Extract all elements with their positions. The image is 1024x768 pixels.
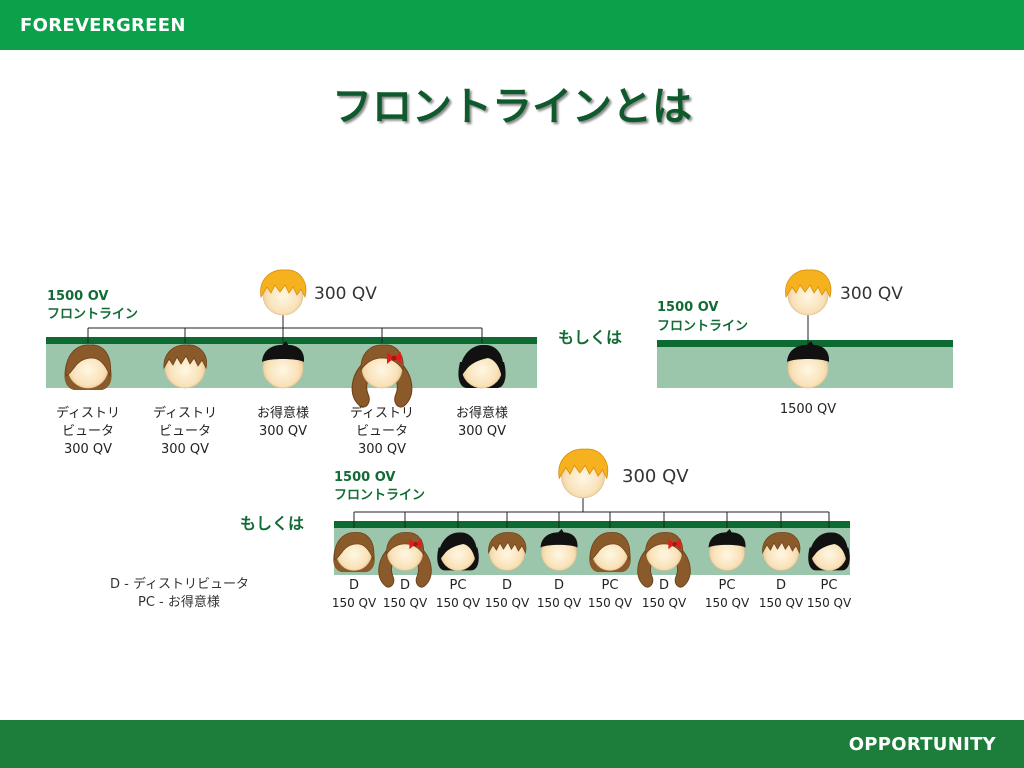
member-type: D <box>554 578 564 593</box>
member-avatar <box>540 529 578 571</box>
member-label: ビュータ <box>62 424 114 439</box>
legend-preferred-customer: PC - お得意様 <box>138 594 220 610</box>
member-qv: 150 QV <box>383 596 428 610</box>
member-type: D <box>400 578 410 593</box>
member-qv: 150 QV <box>705 596 750 610</box>
ov-value: 1500 OV <box>657 300 718 315</box>
member-avatar <box>787 341 830 389</box>
diagram-b: 300 QV 1500 OV フロントライン 1500 QV <box>657 269 953 417</box>
sponsor-avatar <box>785 269 832 316</box>
ov-label: フロントライン <box>657 319 748 334</box>
top-bar: FOREVERGREEN <box>0 0 1024 50</box>
member-qv: 150 QV <box>436 596 481 610</box>
member-label: 300 QV <box>458 424 506 439</box>
member-type: PC <box>719 578 736 593</box>
member-label: 300 QV <box>161 442 209 457</box>
member-avatar <box>589 532 631 573</box>
member-type: D <box>349 578 359 593</box>
member-qv: 150 QV <box>537 596 582 610</box>
sponsor-avatar <box>558 448 609 499</box>
separator-or: もしくは <box>240 514 304 533</box>
brand-logo-text: FOREVERGREEN <box>20 15 186 36</box>
member-avatar <box>762 532 801 571</box>
member-label: 300 QV <box>358 442 406 457</box>
page-title: フロントラインとは <box>332 84 692 130</box>
member-label: ビュータ <box>356 424 408 439</box>
member-qv: 1500 QV <box>780 402 836 417</box>
member-label: ディストリ <box>153 405 217 421</box>
section-label: OPPORTUNITY <box>848 734 996 755</box>
member-type: D <box>776 578 786 593</box>
member-avatar <box>378 532 432 588</box>
sponsor-qv: 300 QV <box>840 284 903 304</box>
ov-label: フロントライン <box>334 488 425 503</box>
member-label: お得意様 <box>257 405 309 421</box>
member-qv: 150 QV <box>485 596 530 610</box>
member-qv: 150 QV <box>332 596 377 610</box>
member-avatar <box>351 344 413 408</box>
member-label: お得意様 <box>456 405 508 421</box>
member-qv: 150 QV <box>807 596 852 610</box>
member-avatar <box>708 529 746 571</box>
member-label: 300 QV <box>64 442 112 457</box>
diagram-b-band-line <box>657 340 953 347</box>
member-label: ディストリ <box>56 405 120 421</box>
ov-value: 1500 OV <box>334 470 395 485</box>
member-avatar <box>637 532 691 588</box>
member-avatar <box>333 532 375 573</box>
member-type: PC <box>602 578 619 593</box>
sponsor-qv: 300 QV <box>622 466 689 487</box>
member-avatar <box>163 344 207 389</box>
diagram-c-band-line <box>334 521 850 528</box>
sponsor-avatar <box>260 269 307 316</box>
member-avatar <box>488 532 527 571</box>
diagram-c: 300 QV 1500 OV フロントライン D 150 QV D 150 QV PC 1… <box>110 448 852 610</box>
bottom-bar: OPPORTUNITY <box>0 720 1024 768</box>
member-avatar <box>458 344 506 389</box>
member-qv: 150 QV <box>759 596 804 610</box>
member-avatar <box>64 344 112 390</box>
member-type: D <box>502 578 512 593</box>
ov-value: 1500 OV <box>47 289 108 304</box>
diagram-a-band-line <box>46 337 537 344</box>
ov-label: フロントライン <box>47 307 138 322</box>
member-type: PC <box>450 578 467 593</box>
member-type: PC <box>821 578 838 593</box>
member-type: D <box>659 578 669 593</box>
member-label: ビュータ <box>159 424 211 439</box>
legend-distributor: D - ディストリビュータ <box>110 576 249 592</box>
member-avatar <box>437 532 479 571</box>
member-label: 300 QV <box>259 424 307 439</box>
member-qv: 150 QV <box>642 596 687 610</box>
member-qv: 150 QV <box>588 596 633 610</box>
member-label: ディストリ <box>350 405 414 421</box>
sponsor-qv: 300 QV <box>314 284 377 304</box>
member-avatar <box>808 532 850 571</box>
separator-or: もしくは <box>558 328 622 347</box>
diagram-a: 300 QV 1500 OV フロントライン ディストリビュータ 300 QV ディ… <box>46 269 537 457</box>
member-avatar <box>262 341 305 389</box>
